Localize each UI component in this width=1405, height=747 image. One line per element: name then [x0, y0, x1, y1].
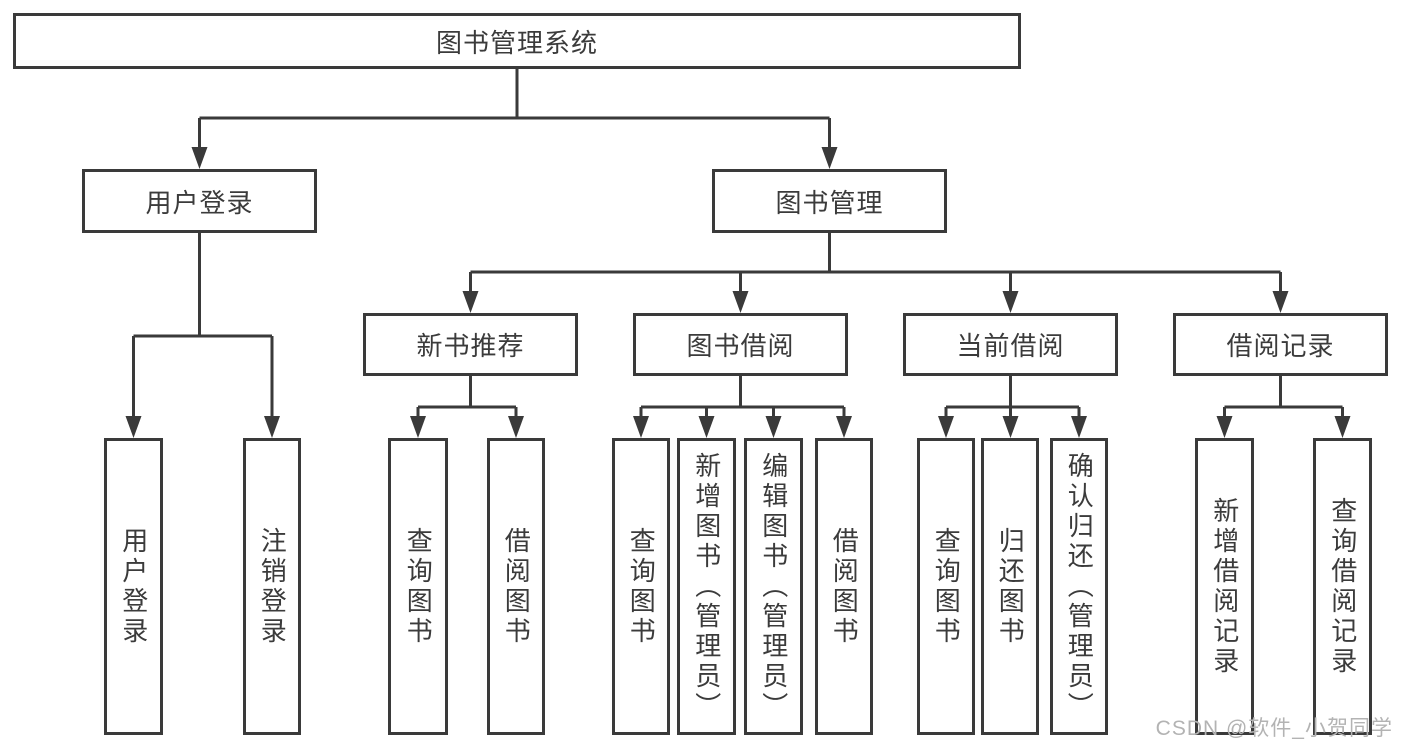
- node-system-root: 图书管理系统: [13, 13, 1021, 69]
- csdn-watermark: CSDN @软件_小贺同学: [1155, 717, 1393, 740]
- node-book-management: 图书管理: [712, 169, 947, 233]
- leaf-recommend-borrow-books: 借阅图书: [487, 438, 545, 735]
- node-new-book-recommend: 新书推荐: [363, 313, 578, 376]
- leaf-current-query-books: 查询图书: [917, 438, 975, 735]
- node-book-borrowing: 图书借阅: [633, 313, 848, 376]
- leaf-add-borrow-record: 新增借阅记录: [1195, 438, 1254, 735]
- leaf-edit-books-admin: 编辑图书（管理员）: [744, 438, 803, 735]
- leaf-query-borrow-record: 查询借阅记录: [1313, 438, 1372, 735]
- leaf-add-books-admin: 新增图书（管理员）: [677, 438, 736, 735]
- leaf-return-books: 归还图书: [981, 438, 1039, 735]
- leaf-borrowing-query-books: 查询图书: [612, 438, 670, 735]
- leaf-confirm-return-admin: 确认归还（管理员）: [1050, 438, 1108, 735]
- node-borrow-records: 借阅记录: [1173, 313, 1388, 376]
- leaf-borrow-books: 借阅图书: [815, 438, 873, 735]
- leaf-logout: 注销登录: [243, 438, 301, 735]
- leaf-user-login: 用户登录: [104, 438, 163, 735]
- node-current-borrowing: 当前借阅: [903, 313, 1118, 376]
- leaf-recommend-query-books: 查询图书: [388, 438, 448, 735]
- node-user-login: 用户登录: [82, 169, 317, 233]
